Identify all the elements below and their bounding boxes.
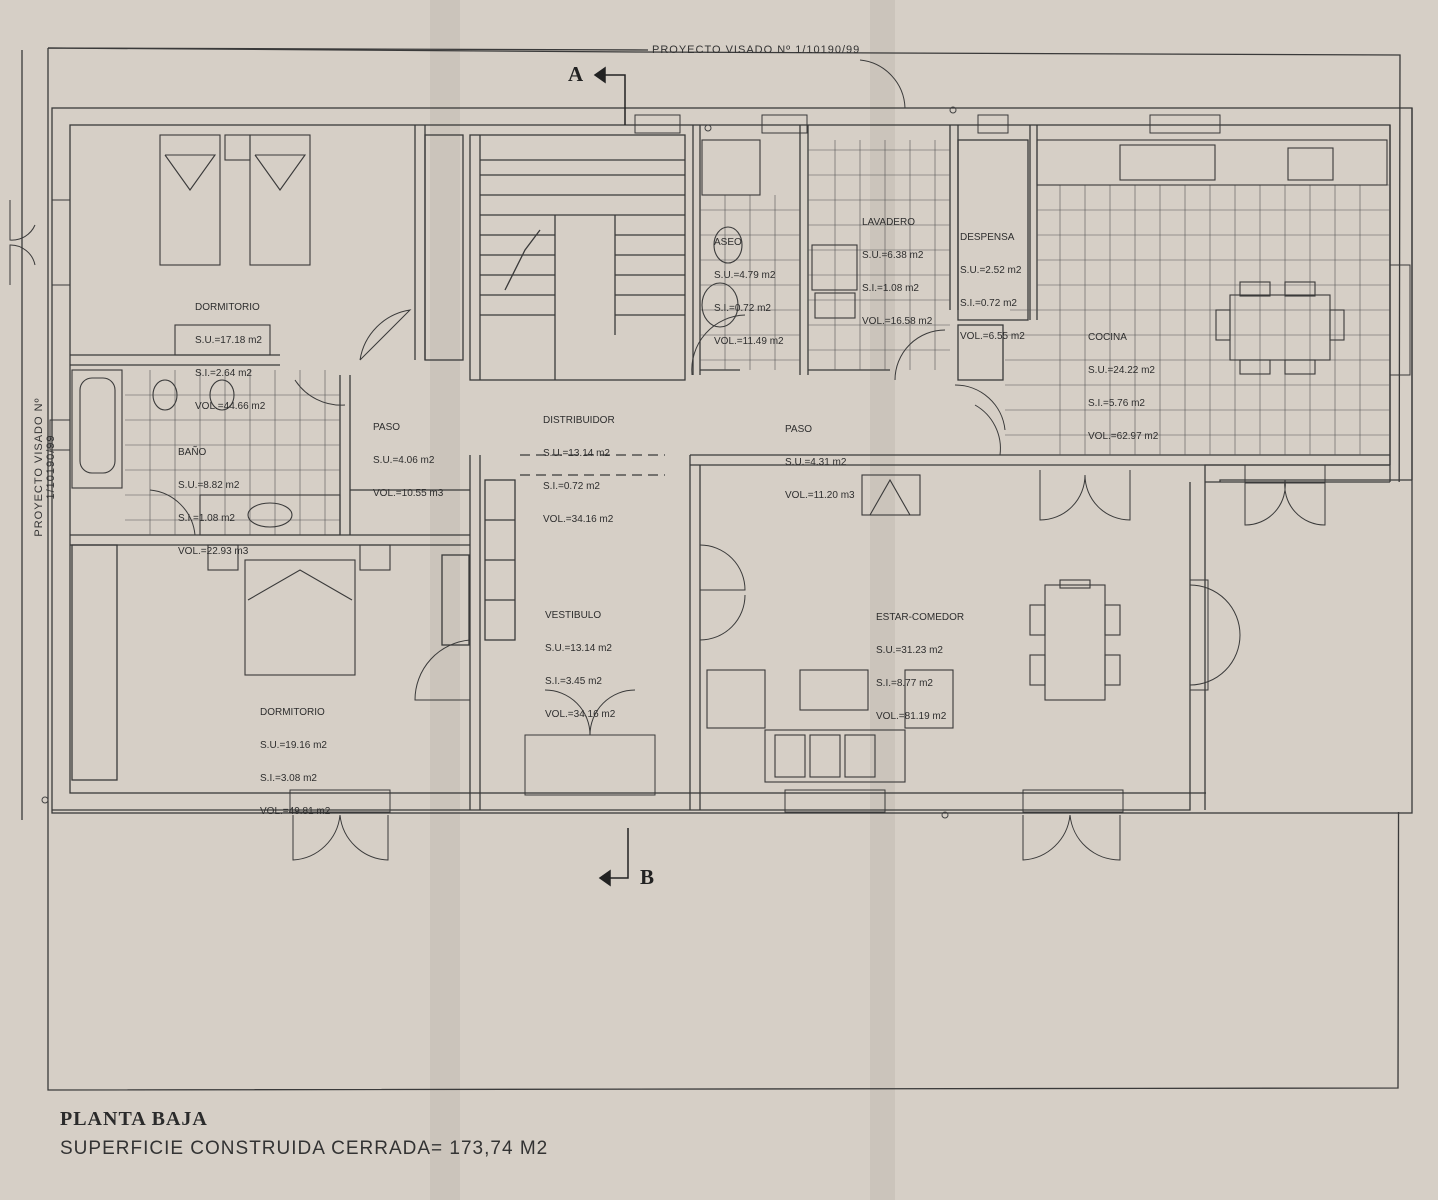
- room-label-cocina: COCINA S.U.=24.22 m2 S.I.=5.76 m2 VOL.=6…: [1088, 310, 1158, 453]
- room-label-distribuidor: DISTRIBUIDOR S.U.=13.14 m2 S.I.=0.72 m2 …: [543, 393, 615, 536]
- room-label-paso-1: PASO S.U.=4.06 m2 VOL.=10.55 m3: [373, 400, 443, 510]
- room-area: S.I.=2.64 m2: [195, 368, 252, 379]
- room-area: S.U.=13.14 m2: [545, 643, 612, 654]
- sheet-frame: [47, 47, 1401, 1091]
- armchair: [706, 669, 766, 729]
- project-stamp-top: PROYECTO VISADO Nº 1/10190/99: [652, 44, 861, 56]
- room-name: DORMITORIO: [195, 302, 260, 313]
- kitchen-counter: [1036, 139, 1388, 186]
- plan-title: PLANTA BAJA: [60, 1108, 208, 1130]
- room-label-aseo: ASEO S.U.=4.79 m2 S.I.=0.72 m2 VOL.=11.4…: [714, 215, 784, 358]
- room-name: ESTAR-COMEDOR: [876, 612, 965, 623]
- room-name: LAVADERO: [862, 217, 915, 228]
- room-volume: VOL.=6.55 m2: [960, 331, 1025, 342]
- room-area: S.U.=4.31 m2: [785, 457, 847, 468]
- room-area: S.U.=4.79 m2: [714, 270, 776, 281]
- shower: [701, 139, 761, 196]
- room-area: S.U.=24.22 m2: [1088, 365, 1155, 376]
- bed: [249, 134, 311, 266]
- room-volume: VOL.=44.66 m2: [195, 401, 266, 412]
- sofa: [764, 729, 906, 783]
- room-area: S.I.=0.72 m2: [960, 298, 1017, 309]
- room-area: S.I.=8.77 m2: [876, 678, 933, 689]
- room-label-vestibulo: VESTIBULO S.U.=13.14 m2 S.I.=3.45 m2 VOL…: [545, 588, 615, 731]
- room-volume: VOL.=11.49 m2: [714, 336, 784, 347]
- dining-table: [1044, 584, 1106, 701]
- room-area: S.U.=6.38 m2: [862, 250, 924, 261]
- room-label-estar-comedor: ESTAR-COMEDOR S.U.=31.23 m2 S.I.=8.77 m2…: [876, 590, 964, 733]
- room-name: VESTIBULO: [545, 610, 602, 621]
- room-name: ASEO: [714, 237, 742, 248]
- room-label-despensa: DESPENSA S.U.=2.52 m2 S.I.=0.72 m2 VOL.=…: [960, 210, 1025, 353]
- room-name: PASO: [373, 422, 401, 433]
- armchair: [904, 669, 954, 729]
- room-volume: VOL.=34.16 m2: [543, 514, 614, 525]
- room-area: S.U.=17.18 m2: [195, 335, 262, 346]
- section-mark-a: A: [568, 62, 584, 86]
- room-volume: VOL.=34.16 m2: [545, 709, 616, 720]
- room-volume: VOL.=62.97 m2: [1088, 431, 1159, 442]
- room-name: DISTRIBUIDOR: [543, 415, 615, 426]
- room-volume: VOL.=81.19 m2: [876, 711, 947, 722]
- bathtub: [71, 369, 123, 489]
- bed: [244, 559, 356, 676]
- room-area: S.I.=3.45 m2: [545, 676, 602, 687]
- room-area: S.I.=1.08 m2: [862, 283, 919, 294]
- room-area: S.I.=3.08 m2: [260, 773, 317, 784]
- lavadero-tiles: [808, 140, 950, 370]
- room-area: S.U.=2.52 m2: [960, 265, 1022, 276]
- paper-fold: [430, 0, 460, 1200]
- room-area: S.I.=0.72 m2: [714, 303, 771, 314]
- room-name: DORMITORIO: [260, 707, 325, 718]
- room-area: S.U.=19.16 m2: [260, 740, 327, 751]
- room-area: S.I.=0.72 m2: [543, 481, 600, 492]
- kitchen-table: [1229, 294, 1331, 361]
- room-name: DESPENSA: [960, 232, 1015, 243]
- plan-subtitle: SUPERFICIE CONSTRUIDA CERRADA= 173,74 M2: [60, 1138, 549, 1159]
- project-stamp-side: PROYECTO VISADO Nº 1/10190/99: [33, 397, 57, 537]
- room-area: S.U.=8.82 m2: [178, 480, 240, 491]
- room-label-dormitorio-2: DORMITORIO S.U.=19.16 m2 S.I.=3.08 m2 VO…: [260, 685, 330, 828]
- room-volume: VOL.=16.58 m2: [862, 316, 933, 327]
- room-area: S.U.=13.14 m2: [543, 448, 610, 459]
- room-name: COCINA: [1088, 332, 1127, 343]
- room-label-dormitorio-1: DORMITORIO S.U.=17.18 m2 S.I.=2.64 m2 VO…: [195, 280, 265, 423]
- cocina-tiles: [1005, 184, 1390, 455]
- room-label-paso-2: PASO S.U.=4.31 m2 VOL.=11.20 m3: [785, 402, 855, 512]
- room-area: S.I.=5.76 m2: [1088, 398, 1145, 409]
- room-area: S.U.=4.06 m2: [373, 455, 435, 466]
- room-volume: VOL.=49.81 m2: [260, 806, 331, 817]
- room-volume: VOL.=10.55 m3: [373, 488, 444, 499]
- room-label-lavadero: LAVADERO S.U.=6.38 m2 S.I.=1.08 m2 VOL.=…: [862, 195, 932, 338]
- coffee-table: [799, 669, 869, 711]
- room-label-bano: BAÑO S.U.=8.82 m2 S.I.=1.08 m2 VOL.=22.9…: [178, 425, 248, 568]
- section-mark-b: B: [640, 865, 655, 889]
- room-name: PASO: [785, 424, 813, 435]
- frame-top-stamp-line: [47, 47, 649, 51]
- bed: [159, 134, 221, 266]
- room-volume: VOL.=11.20 m3: [785, 490, 855, 501]
- room-name: BAÑO: [178, 447, 207, 458]
- aseo-tiles: [700, 195, 800, 370]
- room-area: S.I.=1.08 m2: [178, 513, 235, 524]
- room-area: S.U.=31.23 m2: [876, 645, 943, 656]
- room-volume: VOL.=22.93 m3: [178, 546, 249, 557]
